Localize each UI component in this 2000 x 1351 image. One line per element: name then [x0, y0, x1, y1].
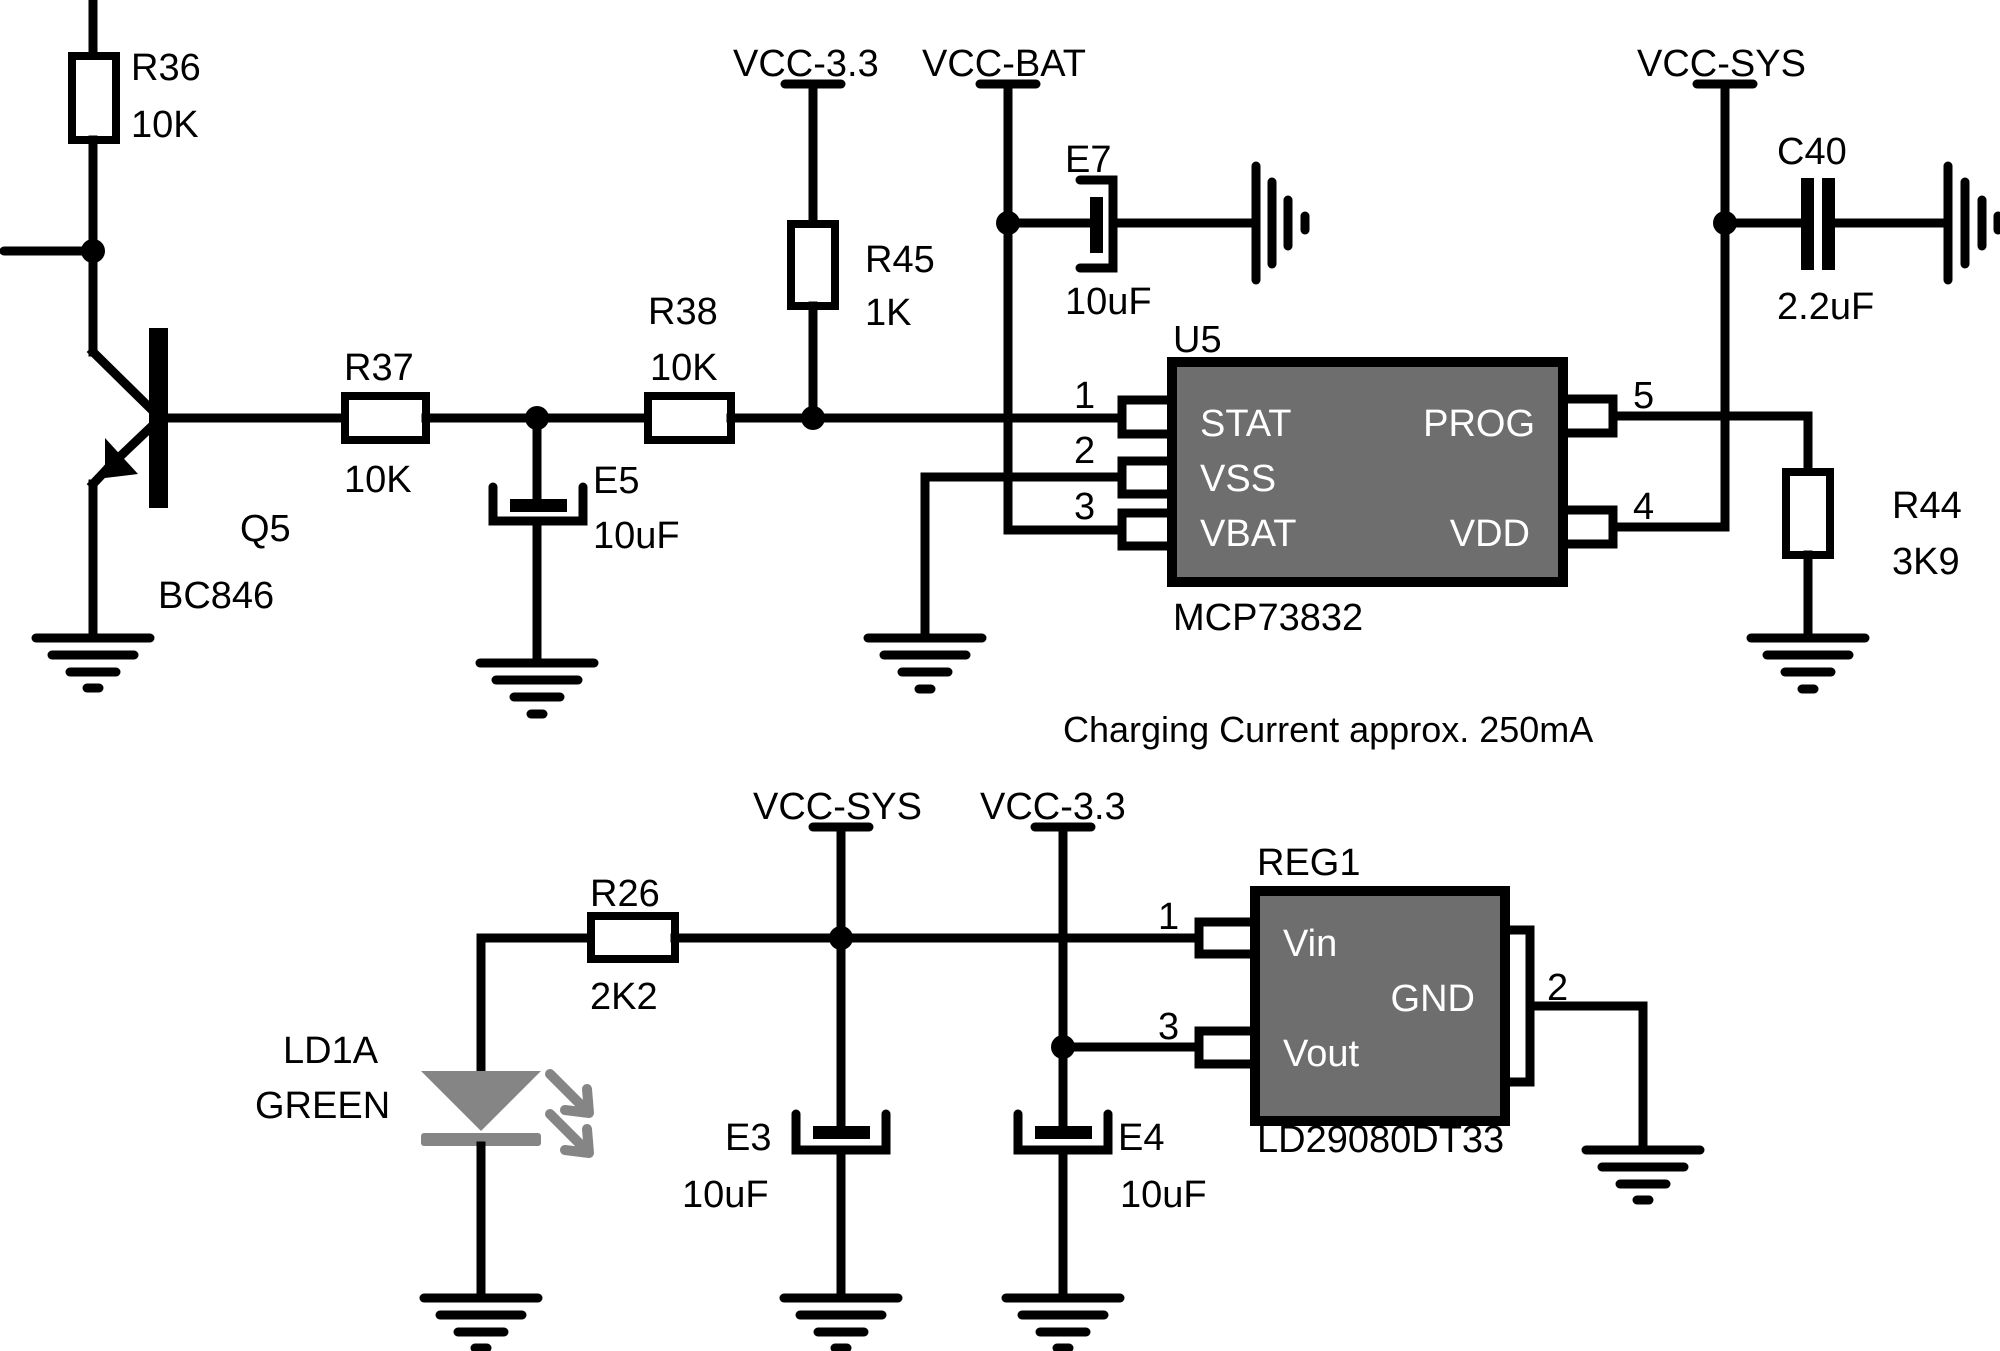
ground-symbol: [31, 633, 155, 693]
e3-value: 10uF: [682, 1174, 769, 1216]
capacitor-e3: E3 10uF: [682, 1109, 891, 1303]
u5-part: MCP73832: [1173, 597, 1363, 639]
capacitor-e5: E5 10uF: [488, 406, 680, 668]
pin-prog: [1558, 394, 1618, 438]
resistor-r38: R38 10K: [644, 291, 1127, 444]
ground-symbol: [1943, 161, 2000, 285]
u5-pin-label-vss: VSS: [1200, 458, 1276, 500]
u5-pin-number: 3: [1074, 486, 1095, 528]
ground-symbol: [475, 658, 599, 719]
reg1-pin-number: 2: [1547, 967, 1568, 1009]
capacitor-e4: E4 10uF: [1013, 1109, 1207, 1303]
power-port-vccsys: VCC-SYS: [1608, 43, 1806, 532]
u5-pin-label-stat: STAT: [1200, 403, 1291, 445]
power-port-vccsys-bottom: VCC-SYS: [753, 786, 922, 1131]
reg1-pin-number: 1: [1158, 896, 1179, 938]
ground-symbol: [419, 1293, 543, 1351]
u5-pin-label-prog: PROG: [1423, 403, 1535, 445]
r37-ref: R37: [344, 347, 414, 389]
r37-value: 10K: [344, 459, 412, 501]
u5-pin-label-vdd: VDD: [1450, 513, 1530, 555]
pin-vbat: [1117, 508, 1177, 551]
e4-ref: E4: [1118, 1117, 1164, 1159]
r38-ref: R38: [648, 291, 718, 333]
vcc33-top-label: VCC-3.3: [733, 43, 879, 85]
ground-symbol: [1251, 161, 1310, 285]
reg1-pin-label-gnd: GND: [1391, 978, 1475, 1020]
r36-value: 10K: [131, 104, 199, 146]
q5-ref: Q5: [240, 508, 291, 550]
pin-vdd: [1558, 505, 1618, 549]
pin-stat: [1117, 395, 1177, 439]
junction-dot: [801, 406, 825, 430]
u5-ref: U5: [1173, 319, 1222, 361]
junction-dot: [81, 239, 105, 263]
charging-current-note: Charging Current approx. 250mA: [1063, 709, 1593, 750]
led-ld1a: LD1A GREEN: [255, 933, 594, 1303]
u5-pin-number: 1: [1074, 375, 1095, 417]
ground-symbol: [1581, 1145, 1705, 1205]
junction-dot: [829, 926, 853, 950]
capacitor-c40: C40 2.2uF: [1720, 131, 1953, 328]
u5-pin-label-vbat: VBAT: [1200, 513, 1296, 555]
ground-symbol: [1746, 633, 1870, 694]
ld1a-ref: LD1A: [283, 1030, 379, 1072]
u5-pin-number: 5: [1633, 375, 1654, 417]
u5-pin-number: 4: [1633, 486, 1654, 528]
e4-value: 10uF: [1120, 1174, 1207, 1216]
reg1-pin-label-vin: Vin: [1283, 923, 1337, 965]
e7-ref: E7: [1065, 139, 1111, 181]
r38-value: 10K: [650, 347, 718, 389]
ic-reg1: Vin Vout GND 1 3 2 REG1 LD29080DT33: [1158, 842, 1648, 1161]
resistor-r45: R45 1K: [787, 79, 935, 430]
r44-value: 3K9: [1892, 541, 1960, 583]
e7-value: 10uF: [1065, 281, 1152, 323]
ld1a-value: GREEN: [255, 1085, 390, 1127]
c40-ref: C40: [1777, 131, 1847, 173]
transistor-q5: Q5 BC846: [86, 328, 348, 643]
resistor-r26: R26 2K2: [476, 873, 1204, 1018]
u5-pin-number: 2: [1074, 430, 1095, 472]
e5-value: 10uF: [593, 515, 680, 557]
input-wire: [0, 239, 105, 263]
resistor-r36: R36 10K: [68, 0, 201, 357]
reg1-pin-number: 3: [1158, 1006, 1179, 1048]
ground-symbol: [779, 1293, 903, 1351]
resistor-r44: R44 3K9: [1608, 411, 1962, 643]
r26-value: 2K2: [590, 976, 658, 1018]
vccsys-bottom-label: VCC-SYS: [753, 786, 922, 828]
ic-u5: STAT VSS VBAT PROG VDD 1 2 3 5 4 U5 MCP7…: [1074, 319, 1654, 639]
r45-value: 1K: [865, 292, 911, 334]
pin-vin: [1194, 917, 1260, 959]
reg1-pin-label-vout: Vout: [1283, 1033, 1360, 1075]
ground-symbol: [863, 633, 987, 694]
power-port-vccbat: VCC-BAT: [922, 43, 1127, 535]
vss-wire: [920, 472, 1127, 643]
pin-vss: [1117, 456, 1177, 499]
r26-ref: R26: [590, 873, 660, 915]
r44-ref: R44: [1892, 485, 1962, 527]
power-port-vcc33-bottom: VCC-3.3: [980, 786, 1204, 1131]
q5-value: BC846: [158, 575, 274, 617]
reg1-part: LD29080DT33: [1257, 1119, 1504, 1161]
resistor-r37: R37 10K: [341, 347, 651, 501]
ground-symbol: [1001, 1293, 1125, 1351]
r45-ref: R45: [865, 239, 935, 281]
pin-vout: [1194, 1026, 1260, 1069]
e3-ref: E3: [725, 1117, 771, 1159]
capacitor-e7: E7 10uF: [1003, 139, 1260, 323]
reg1-ref: REG1: [1257, 842, 1360, 884]
vccsys-top-label: VCC-SYS: [1637, 43, 1806, 85]
r36-ref: R36: [131, 47, 201, 89]
c40-value: 2.2uF: [1777, 286, 1874, 328]
vcc33-bottom-label: VCC-3.3: [980, 786, 1126, 828]
power-port-vcc33: VCC-3.3: [733, 43, 879, 89]
vccbat-top-label: VCC-BAT: [922, 43, 1086, 85]
e5-ref: E5: [593, 460, 639, 502]
